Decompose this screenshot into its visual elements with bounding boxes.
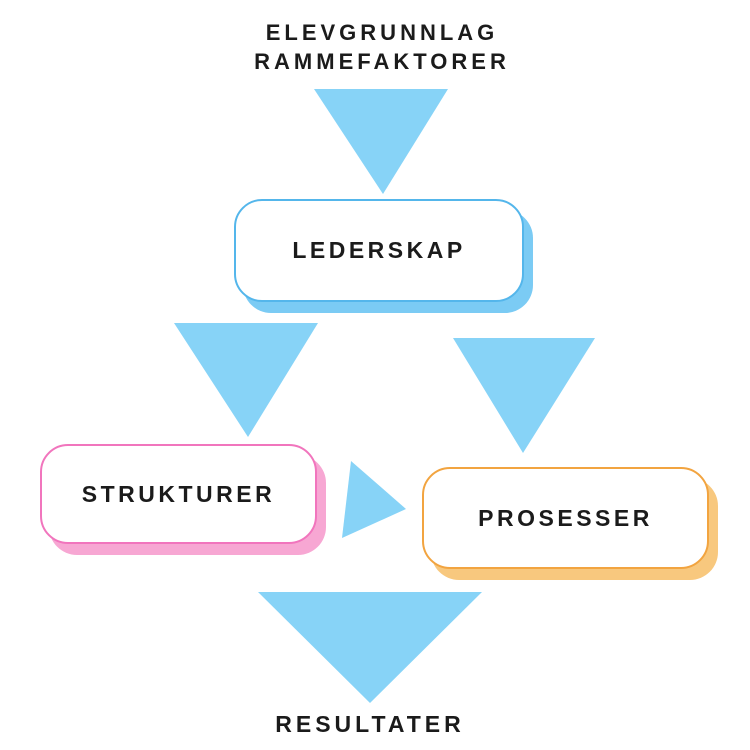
arrow-down-top-icon — [314, 89, 448, 194]
footer-label: RESULTATER — [275, 711, 465, 737]
arrow-down-right-icon — [453, 338, 595, 453]
header-text: ELEVGRUNNLAG RAMMEFAKTORER — [232, 18, 532, 76]
header-line1: ELEVGRUNNLAG — [265, 20, 499, 45]
node-strukturer: STRUKTURER — [40, 444, 317, 544]
node-lederskap: LEDERSKAP — [234, 199, 524, 302]
arrow-right-middle-icon — [342, 461, 406, 538]
node-lederskap-label: LEDERSKAP — [292, 237, 466, 263]
arrow-down-bottom-icon — [258, 592, 482, 703]
footer-text: RESULTATER — [220, 711, 520, 738]
header-line2: RAMMEFAKTORER — [254, 49, 510, 74]
node-strukturer-label: STRUKTURER — [81, 480, 276, 507]
arrow-down-left-icon — [174, 323, 318, 437]
node-prosesser-label: PROSESSER — [478, 504, 653, 531]
node-prosesser: PROSESSER — [422, 467, 709, 569]
